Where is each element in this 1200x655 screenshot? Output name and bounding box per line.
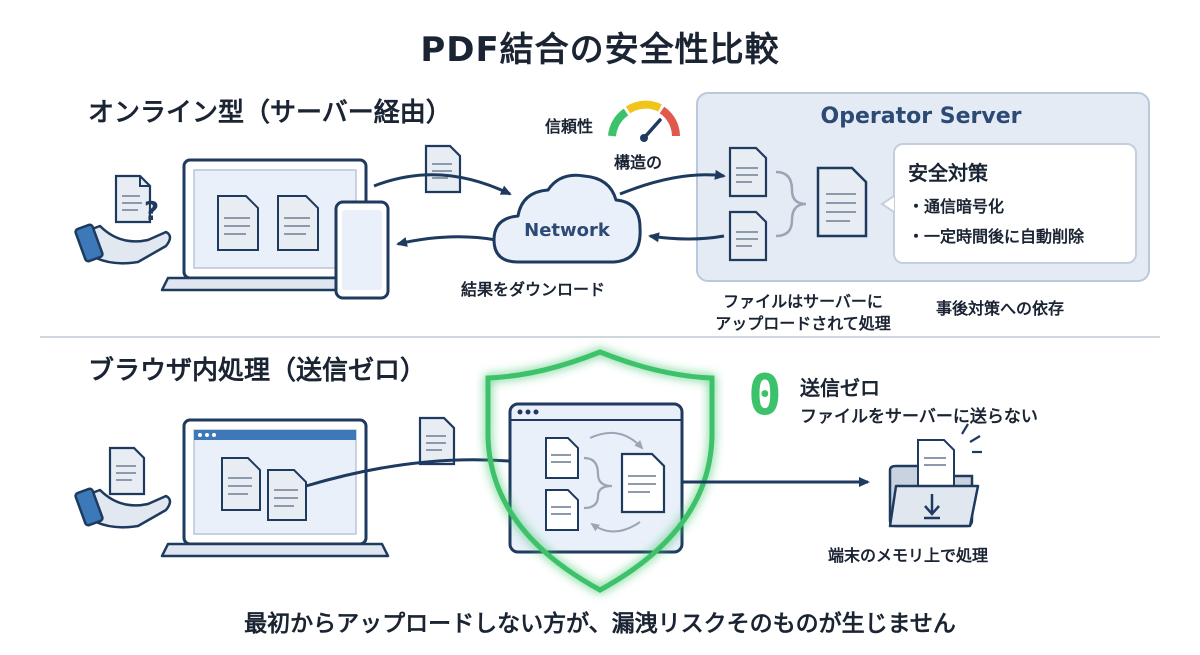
zero-subtitle: ファイルをサーバーに送らない (800, 407, 1038, 427)
document-question-icon (114, 174, 152, 224)
laptop-icon-2 (160, 418, 390, 558)
dependency-note: 事後対策への依存 (936, 299, 1065, 318)
server-title: Operator Server (820, 104, 1022, 129)
upload-note-line1: ファイルはサーバーに (723, 292, 883, 311)
structure-label: 構造の (614, 153, 663, 172)
safety-pointer (880, 195, 895, 213)
network-label: Network (524, 220, 610, 241)
laptop-icon (160, 158, 390, 292)
server-document-a-icon (728, 146, 768, 198)
upload-document-icon (424, 144, 462, 194)
zero-digit: 0 (748, 363, 782, 428)
safety-title: 安全対策 (908, 161, 988, 185)
page-title: PDF結合の安全性比較 (420, 30, 780, 70)
upload-note-line2: アップロードされて処理 (715, 314, 891, 333)
section-divider (40, 336, 1160, 338)
online-heading: オンライン型（サーバー経由） (88, 98, 452, 128)
browser-heading: ブラウザ内処理（送信ゼロ） (88, 356, 427, 386)
download-arrow (396, 235, 497, 247)
question-mark-icon: ? (144, 197, 159, 227)
trust-gauge-icon (608, 100, 680, 142)
safety-item-auto-delete: ・一定時間後に自動削除 (908, 227, 1085, 246)
zero-title: 送信ゼロ (800, 376, 880, 400)
cloud-network-icon (492, 173, 642, 264)
download-label: 結果をダウンロード (461, 280, 606, 299)
document-icon-local (108, 446, 146, 496)
to-server-arrow (619, 169, 726, 196)
smartphone-icon (334, 200, 390, 300)
safety-item-encryption: ・通信暗号化 (908, 197, 1005, 216)
hand-icon (74, 223, 172, 265)
footer-message: 最初からアップロードしない方が、漏洩リスクそのものが生じません (244, 611, 956, 637)
local-transfer-arrow (305, 456, 522, 488)
server-document-b-icon (728, 210, 768, 262)
memory-note: 端末のメモリ上で処理 (828, 546, 989, 565)
from-server-arrow (648, 232, 725, 243)
safety-measures-box (893, 143, 1137, 264)
merge-bracket (775, 170, 807, 238)
trust-label: 信頼性 (545, 117, 594, 136)
shield-icon (485, 349, 715, 593)
upload-arrow (373, 173, 512, 196)
merged-document-icon (816, 166, 868, 238)
download-folder-icon (888, 423, 982, 528)
browser-window-icon (508, 402, 684, 554)
hand-icon-2 (74, 487, 172, 529)
transfer-document-icon (418, 416, 456, 466)
